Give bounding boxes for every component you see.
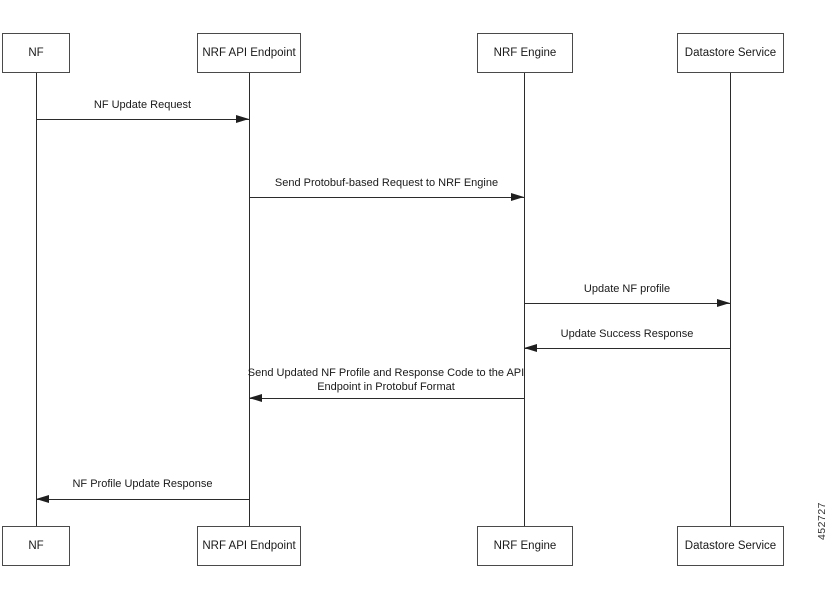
message-line-send-protobuf-request <box>249 197 524 198</box>
actor-box-nrf-api-endpoint-bottom: NRF API Endpoint <box>197 526 301 566</box>
actor-label-nrf-api-endpoint: NRF API Endpoint <box>202 540 296 552</box>
message-line-nf-profile-update-response <box>36 499 249 500</box>
actor-box-datastore-service-bottom: Datastore Service <box>677 526 784 566</box>
actor-label-nrf-api-endpoint: NRF API Endpoint <box>202 47 296 59</box>
figure-number: 452727 <box>816 501 828 541</box>
actor-label-nrf-engine: NRF Engine <box>493 47 557 59</box>
lifeline-nrf-api-endpoint <box>249 73 250 526</box>
actor-box-nrf-engine-bottom: NRF Engine <box>477 526 573 566</box>
message-label-send-protobuf-request: Send Protobuf-based Request to NRF Engin… <box>274 177 499 189</box>
arrowhead-left-icon <box>36 495 49 503</box>
actor-box-nrf-api-endpoint-top: NRF API Endpoint <box>197 33 301 73</box>
actor-label-nf: NF <box>28 540 44 552</box>
message-label-send-updated-nf-profile: Send Updated NF Profile and Response Cod… <box>247 367 525 393</box>
message-line-send-updated-nf-profile <box>249 398 524 399</box>
actor-box-nrf-engine-top: NRF Engine <box>477 33 573 73</box>
lifeline-nf <box>36 73 37 526</box>
message-label-nf-profile-update-response: NF Profile Update Response <box>72 478 213 490</box>
arrowhead-left-icon <box>249 394 262 402</box>
message-line-nf-update-request <box>36 119 249 120</box>
arrowhead-right-icon <box>511 193 524 201</box>
arrowhead-right-icon <box>717 299 730 307</box>
arrowhead-right-icon <box>236 115 249 123</box>
actor-label-datastore-service: Datastore Service <box>684 47 777 59</box>
actor-box-datastore-service-top: Datastore Service <box>677 33 784 73</box>
arrowhead-left-icon <box>524 344 537 352</box>
actor-label-nrf-engine: NRF Engine <box>493 540 557 552</box>
message-line-update-success-response <box>524 348 730 349</box>
message-line-update-nf-profile <box>524 303 730 304</box>
message-label-nf-update-request: NF Update Request <box>93 99 192 111</box>
actor-label-datastore-service: Datastore Service <box>684 540 777 552</box>
lifeline-nrf-engine <box>524 73 525 526</box>
actor-label-nf: NF <box>28 47 44 59</box>
lifeline-datastore-service <box>730 73 731 526</box>
actor-box-nf-bottom: NF <box>2 526 70 566</box>
message-label-update-success-response: Update Success Response <box>560 328 694 340</box>
actor-box-nf-top: NF <box>2 33 70 73</box>
message-label-update-nf-profile: Update NF profile <box>583 283 671 295</box>
